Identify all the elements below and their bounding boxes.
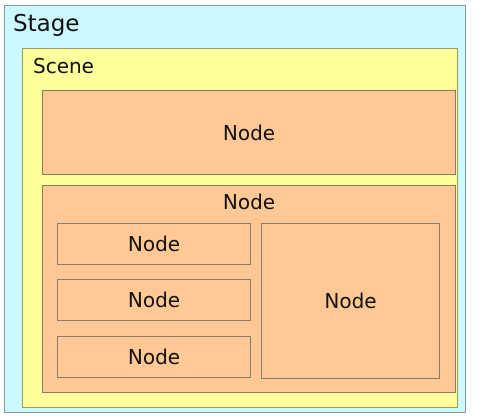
- node-child-large-label: Node: [324, 289, 377, 313]
- stage-box: Stage Scene Node Node Node Node Node Nod…: [4, 5, 466, 413]
- node-top: Node: [42, 90, 456, 175]
- stage-label: Stage: [13, 11, 80, 37]
- node-child-2-label: Node: [127, 288, 181, 312]
- scene-box: Scene Node Node Node Node Node Node: [22, 48, 458, 408]
- node-top-label: Node: [222, 120, 276, 145]
- node-group-label: Node: [222, 190, 276, 214]
- node-child-1: Node: [57, 223, 251, 265]
- node-child-1-label: Node: [127, 232, 181, 256]
- node-group: Node Node Node Node Node: [42, 185, 456, 393]
- node-child-3-label: Node: [127, 345, 181, 369]
- node-child-large: Node: [261, 223, 440, 379]
- scene-label: Scene: [33, 54, 94, 78]
- node-child-3: Node: [57, 336, 251, 378]
- node-child-2: Node: [57, 279, 251, 321]
